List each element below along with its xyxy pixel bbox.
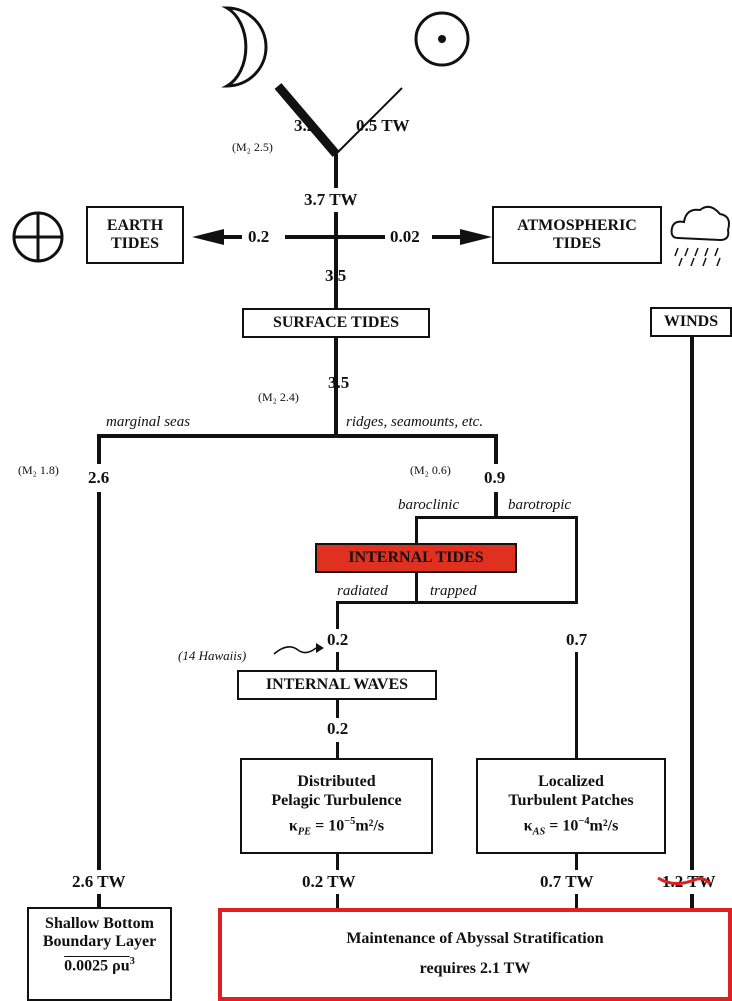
winds-out-2 [690,894,694,910]
ridges-line [494,492,498,518]
trapped-line [575,652,578,760]
shallow-boundary-box: Shallow Bottom Boundary Layer 0.0025 ρu3 [27,907,172,1001]
patches-units: m²/s [589,817,619,835]
radiated-line [336,652,339,672]
shallow-formula: 0.0025 ρu [64,957,130,975]
internal-waves-box: INTERNAL WAVES [237,670,437,700]
patches-out-2 [575,894,578,910]
barotropic-label: barotropic [508,497,572,513]
moon-icon [221,6,268,88]
waves-line-1 [336,700,339,718]
pelagic-turbulence-box: Distributed Pelagic Turbulence κPE = 10−… [240,758,433,854]
sun-input-value: 0.5 TW [356,116,410,135]
ridges-label: ridges, seamounts, etc. [346,414,484,430]
moon-m2-note: (M₂ 2.5) [232,140,273,154]
to-surface-value: 3.5 [325,266,347,285]
sun-icon [414,11,470,67]
earth-tides-line2: TIDES [110,235,160,252]
shallow-exp: 3 [129,955,135,967]
patches-exp: −4 [578,816,590,828]
pelagic-exp: −5 [344,816,356,828]
out-shallow-value: 2.6 TW [72,872,126,891]
moon-input-value: 3.2 [294,116,316,135]
earth-tides-line1: EARTH [106,216,164,234]
pelagic-kappa: 10 [328,817,345,835]
marginal-stub [97,434,101,464]
curved-arrow-icon [273,643,324,655]
shallow-line1: Shallow Bottom [45,915,154,932]
baroclinic-line [415,516,418,544]
split-bar-1 [97,434,498,438]
internal-tides-stem [415,573,418,603]
waves-line-2 [336,742,339,760]
surface-tides-box: SURFACE TIDES [242,308,430,338]
hawaii-note: (14 Hawaiis) [178,648,247,663]
split-bar-3 [336,601,578,604]
winds-line [690,337,694,870]
below-surface-m2: (M₂ 2.4) [258,390,299,404]
earth-tides-box: EARTH TIDES [86,206,184,264]
strike-mark [657,876,712,885]
earth-icon [12,211,64,263]
internal-tides-label: INTERNAL TIDES [348,548,484,566]
abyssal-stratification-box: Maintenance of Abyssal Stratification re… [218,908,732,1001]
pelagic-line2: Pelagic Turbulence [271,791,402,809]
shallow-line2: Boundary Layer [42,933,157,951]
split-bar-2 [415,516,578,519]
atmos-tides-line2: TIDES [552,235,602,252]
trapped-value: 0.7 [566,630,588,649]
atmos-tides-line1: ATMOSPHERIC [517,216,637,234]
barotropic-line [575,516,578,602]
pelagic-diffusivity: κPE = 10−5m²/s [288,816,385,838]
abyssal-line2: requires 2.1 TW [419,960,531,978]
radiated-value: 0.2 [327,630,349,649]
marginal-m2: (M₂ 1.8) [18,463,59,477]
marginal-line [97,492,101,870]
out-patches-value: 0.7 TW [540,872,594,891]
total-input-value: 3.7 TW [304,190,358,209]
pelagic-units: m²/s [355,817,385,835]
marginal-seas-label: marginal seas [106,414,191,430]
arrow-right-icon [460,229,492,245]
main-trunk-top [334,212,338,310]
shallow-line3: 0.0025 ρu3 [64,956,135,976]
turbulent-patches-box: Localized Turbulent Patches κAS = 10−4m²… [476,758,666,854]
winds-box: WINDS [650,307,732,337]
radiated-label: radiated [337,583,388,599]
atmospheric-tides-box: ATMOSPHERIC TIDES [492,206,662,264]
winds-label: WINDS [663,312,719,330]
pelagic-out-2 [336,894,339,910]
input-junction [274,83,403,188]
waves-value: 0.2 [327,719,349,738]
patches-out-1 [575,854,578,870]
baroclinic-label: baroclinic [398,497,460,513]
patches-diffusivity: κAS = 10−4m²/s [523,816,619,838]
arrow-left-icon [192,229,224,245]
to-earth-value: 0.2 [248,227,270,246]
abyssal-line1: Maintenance of Abyssal Stratification [346,930,604,947]
cloud-rain-icon [670,205,730,267]
patches-line1: Localized [538,773,604,791]
pelagic-line1: Distributed [297,773,376,791]
marginal-value: 2.6 [88,468,110,487]
patches-line2: Turbulent Patches [508,791,634,809]
patches-kappa: 10 [562,817,579,835]
crossbar-left [222,235,242,239]
crossbar-mid [285,235,385,239]
radiated-stub [336,601,339,629]
out-pelagic-value: 0.2 TW [302,872,356,891]
below-surface-value: 3.5 [328,373,350,392]
pelagic-out-1 [336,854,339,870]
internal-tides-box: INTERNAL TIDES [315,543,517,573]
shallow-out-2 [97,894,101,908]
to-atmos-value: 0.02 [390,227,420,246]
main-trunk-mid [334,338,338,438]
crossbar-right [432,235,460,239]
ridges-stub [494,434,498,464]
ridges-m2: (M₂ 0.6) [410,463,451,477]
internal-waves-label: INTERNAL WAVES [265,675,409,693]
trapped-label: trapped [430,583,477,599]
ridges-value: 0.9 [484,468,506,487]
surface-tides-label: SURFACE TIDES [272,313,400,331]
